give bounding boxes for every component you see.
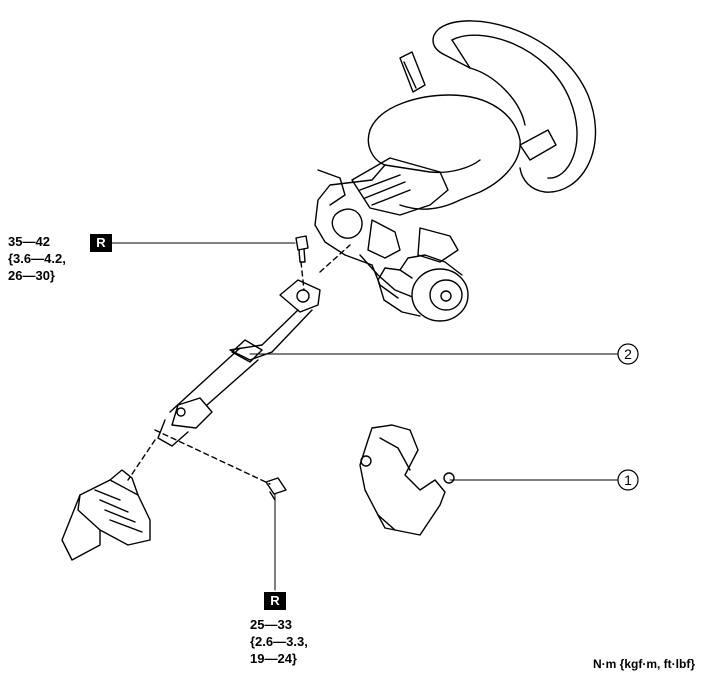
replace-badge-upper: R — [90, 234, 112, 252]
torque-spec-lower: 25—33 {2.6—3.3, 19—24} — [250, 616, 308, 667]
replace-badge-lower: R — [264, 592, 286, 610]
lower-bolt — [265, 477, 287, 501]
column-housing — [314, 94, 521, 306]
svg-text:2: 2 — [624, 346, 632, 362]
torque-upper-nm: 35—42 — [8, 234, 50, 249]
torque-lower-nm: 25—33 — [250, 617, 292, 632]
intermediate-shaft — [157, 279, 321, 447]
callout-2: 2 — [617, 343, 639, 365]
upper-bolt — [295, 235, 309, 263]
leader-lines — [111, 242, 619, 591]
callout-1: 1 — [617, 469, 639, 491]
steering-gear-boot — [61, 469, 151, 561]
units-label: N·m {kgf·m, ft·lbf} — [593, 657, 695, 671]
torque-spec-upper: 35—42 {3.6—4.2, 26—30} — [8, 233, 66, 284]
steering-wheel — [399, 20, 597, 193]
column-cover — [359, 424, 455, 536]
torque-upper-ftlbf: 26—30} — [8, 268, 55, 283]
assembly-lines — [127, 244, 351, 485]
torque-lower-kgfm: {2.6—3.3, — [250, 634, 308, 649]
torque-lower-ftlbf: 19—24} — [250, 651, 297, 666]
motor-assembly — [377, 254, 469, 322]
svg-text:1: 1 — [624, 472, 632, 488]
torque-upper-kgfm: {3.6—4.2, — [8, 251, 66, 266]
